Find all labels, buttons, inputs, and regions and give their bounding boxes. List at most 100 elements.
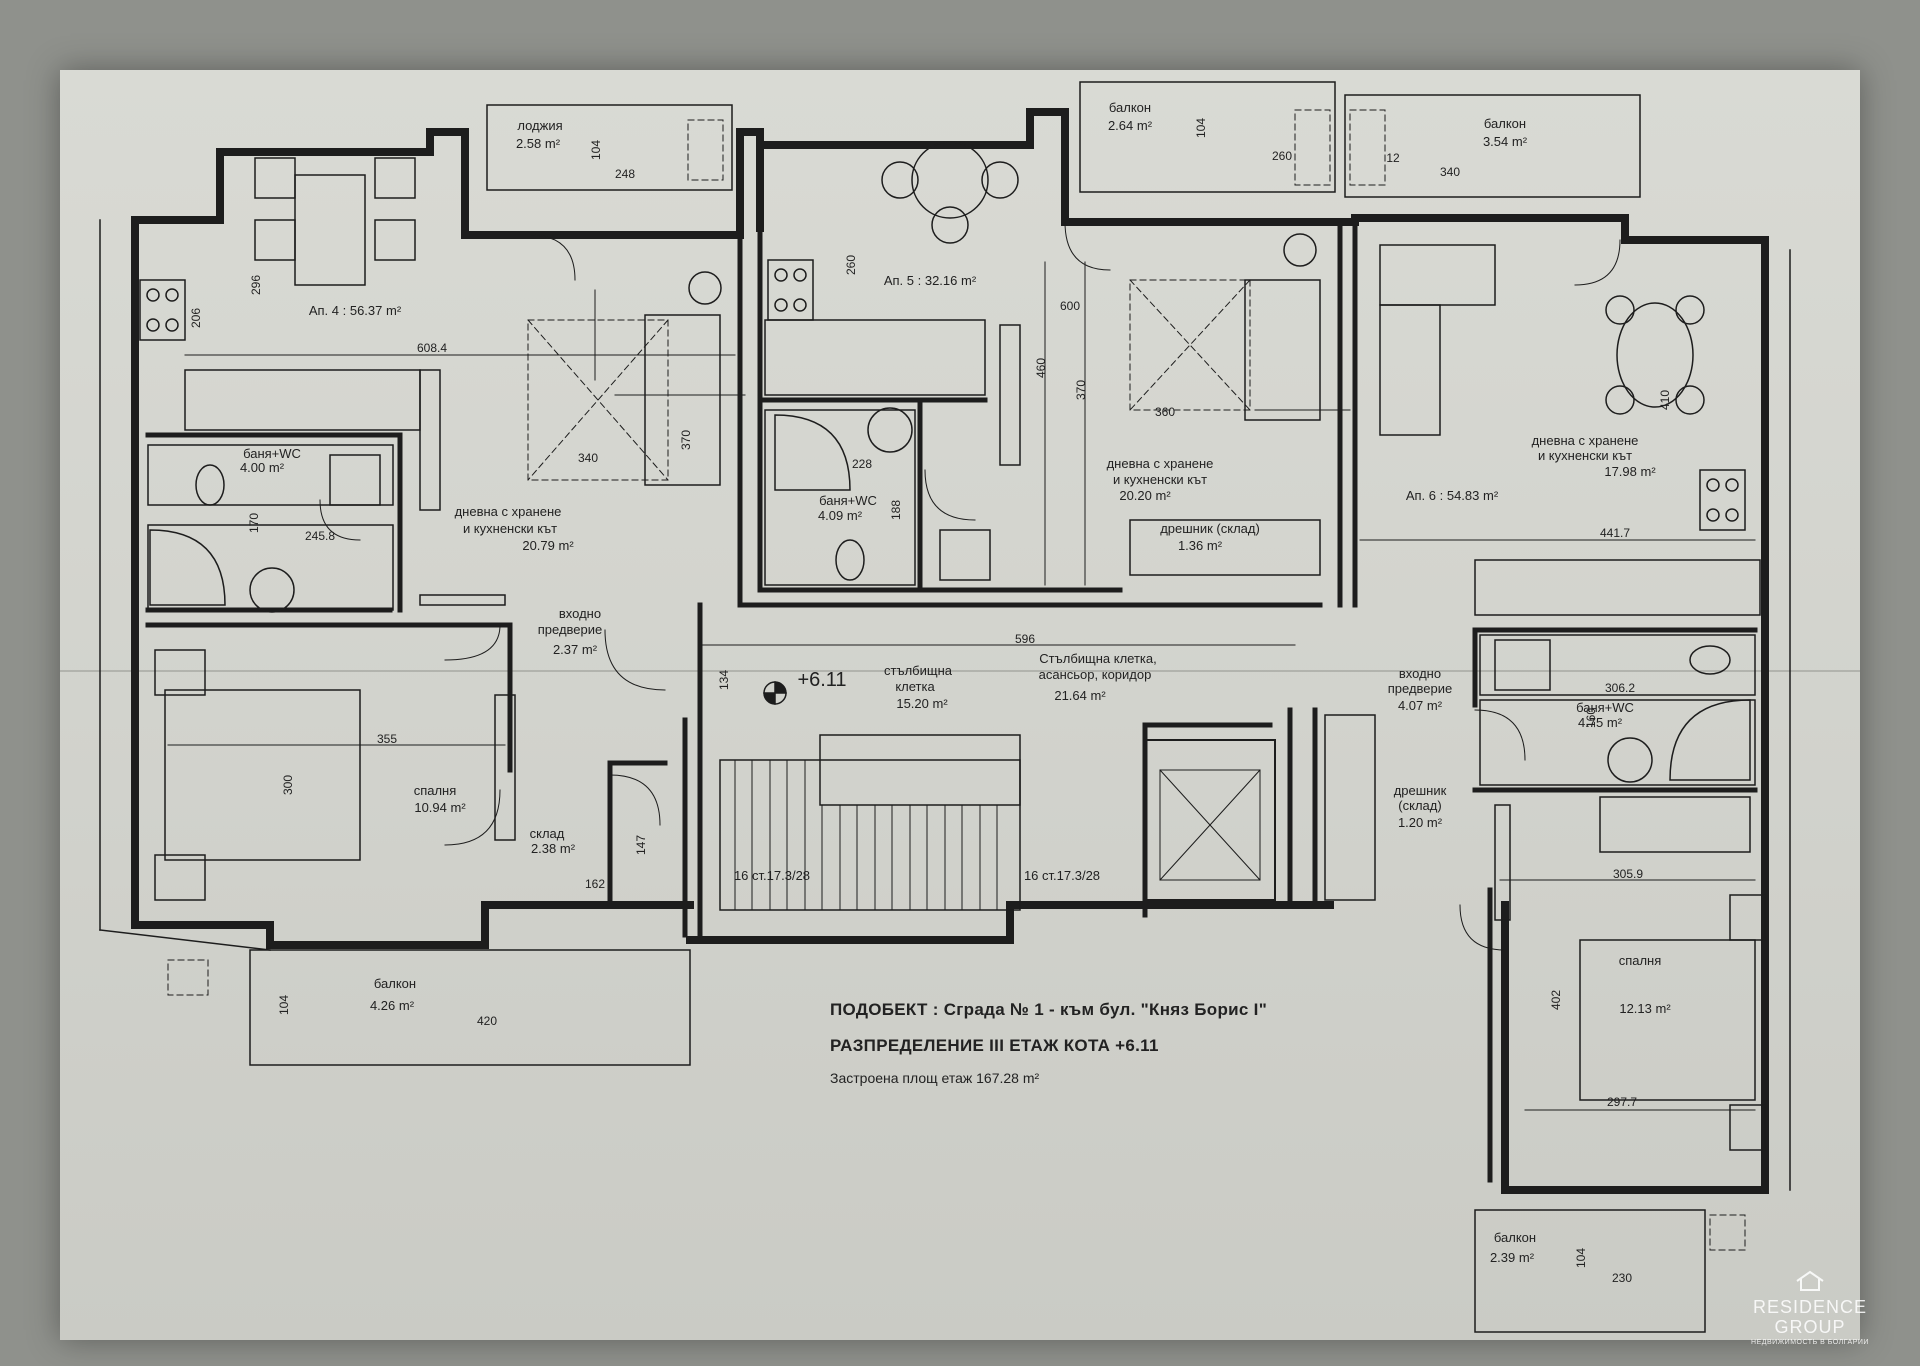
label-corridor: Стълбищна клетка, xyxy=(1039,651,1156,666)
dimension-label: 230 xyxy=(1612,1271,1632,1285)
label-entry6-area: 4.07 m² xyxy=(1398,698,1443,713)
label-bed6-area: 12.13 m² xyxy=(1619,1001,1671,1016)
label-loggia-area: 2.58 m² xyxy=(516,136,561,151)
room-labels: лоджия 2.58 m² балкон 2.64 m² балкон 3.54 m² А… xyxy=(240,100,1671,1265)
door-swings xyxy=(319,221,1621,951)
beds xyxy=(154,649,1766,1151)
dimension-label: 297.7 xyxy=(1607,1095,1637,1109)
dimension-label: 245.8 xyxy=(305,529,335,543)
dimension-label: 296 xyxy=(249,275,263,295)
dimension-label: 402 xyxy=(1549,990,1563,1010)
dimension-label: 370 xyxy=(679,430,693,450)
label-balcony-top-right: балкон xyxy=(1484,116,1526,131)
label-stairs: стълбищна xyxy=(884,663,953,678)
logo-name-1: RESIDENCE xyxy=(1752,1297,1868,1317)
dimension-label: 248 xyxy=(615,167,635,181)
dimension-label: 260 xyxy=(844,255,858,275)
label-bed4-area: 10.94 m² xyxy=(414,800,466,815)
label-entry6b: предверие xyxy=(1388,681,1453,696)
label-bed6: спалня xyxy=(1619,953,1662,968)
dimension-label: 147 xyxy=(634,835,648,855)
label-store4-area: 2.38 m² xyxy=(531,841,576,856)
floor-title: РАЗПРЕДЕЛЕНИЕ III ЕТАЖ КОТА +6.11 xyxy=(830,1036,1159,1055)
built-area: Застроена площ етаж 167.28 m² xyxy=(830,1070,1040,1086)
label-steps2: 16 ст.17.3/28 xyxy=(1024,868,1100,883)
label-loggia: лоджия xyxy=(517,118,562,133)
balcony-outlines xyxy=(99,81,1791,1333)
dimension-label: 228 xyxy=(852,457,872,471)
dimension-label: 162 xyxy=(585,877,605,891)
label-storage5-area: 1.36 m² xyxy=(1178,538,1223,553)
label-living6: дневна с хранене xyxy=(1532,433,1639,448)
dimension-label: 410 xyxy=(1658,390,1672,410)
furniture xyxy=(147,244,1761,921)
label-storage6: дрешник xyxy=(1394,783,1447,798)
label-entry4b: предверие xyxy=(538,622,603,637)
label-apt4: Ап. 4 : 56.37 m² xyxy=(309,303,402,318)
dimension-label: 170 xyxy=(247,513,261,533)
label-bed4: спалня xyxy=(414,783,457,798)
dimension-label: 441.7 xyxy=(1600,526,1630,540)
dimension-label: 600 xyxy=(1060,299,1080,313)
label-entry6: входно xyxy=(1399,666,1441,681)
dining-tables xyxy=(254,141,1705,415)
residence-group-logo: RESIDENCE GROUP НЕДВИЖИМОСТЬ В БОЛГАРИИ xyxy=(1730,1270,1890,1346)
dimension-label: 160 xyxy=(1584,708,1598,728)
label-balcony-top-mid-area: 2.64 m² xyxy=(1108,118,1153,133)
label-level-mark: +6.11 xyxy=(797,669,846,691)
dimension-label: 104 xyxy=(1574,1248,1588,1268)
label-living4b: и кухненски кът xyxy=(463,521,557,536)
cooktops xyxy=(139,259,1746,531)
label-living5-area: 20.20 m² xyxy=(1119,488,1171,503)
label-balcony-bottom-left-area: 4.26 m² xyxy=(370,998,415,1013)
label-balcony-top-mid: балкон xyxy=(1109,100,1151,115)
project-title: ПОДОБЕКТ : Сграда № 1 - към бул. "Княз Б… xyxy=(830,1000,1268,1019)
dimension-label: 12 xyxy=(1386,151,1400,165)
label-apt5: Ап. 5 : 32.16 m² xyxy=(884,273,977,288)
dimension-label: 104 xyxy=(1194,118,1208,138)
staircase xyxy=(719,734,1021,911)
label-balcony-bottom-left: балкон xyxy=(374,976,416,991)
elevator-shaft xyxy=(1144,739,1276,901)
dimension-label: 306.2 xyxy=(1605,681,1635,695)
label-bath5: баня+WC xyxy=(819,493,877,508)
label-bath6-area: 4.75 m² xyxy=(1578,715,1623,730)
dimension-label: 104 xyxy=(589,140,603,160)
dimension-lines xyxy=(167,261,1756,1111)
label-living6b: и кухненски кът xyxy=(1538,448,1632,463)
label-storage5: дрешник (склад) xyxy=(1160,521,1260,536)
dimension-label: 608.4 xyxy=(417,341,447,355)
dimension-label: 370 xyxy=(1074,380,1088,400)
outer-walls xyxy=(131,108,1769,1194)
dimension-label: 104 xyxy=(277,995,291,1015)
dimension-label: 300 xyxy=(281,775,295,795)
dimension-label: 420 xyxy=(477,1014,497,1028)
label-store4: склад xyxy=(530,826,565,841)
label-storage6b: (склад) xyxy=(1398,798,1441,813)
label-balcony-top-right-area: 3.54 m² xyxy=(1483,134,1528,149)
label-bath6: баня+WC xyxy=(1576,700,1634,715)
label-apt6: Ап. 6 : 54.83 m² xyxy=(1406,488,1499,503)
house-icon xyxy=(1796,1270,1824,1291)
dimension-label: 134 xyxy=(717,670,731,690)
label-bath5-area: 4.09 m² xyxy=(818,508,863,523)
dimension-label: 206 xyxy=(189,308,203,328)
logo-name-2: GROUP xyxy=(1774,1317,1846,1337)
dimension-label: 355 xyxy=(377,732,397,746)
label-stairs-area: 15.20 m² xyxy=(896,696,948,711)
label-stairsb: клетка xyxy=(895,679,935,694)
level-marker-fill xyxy=(764,682,786,704)
bath-fixtures xyxy=(149,233,1751,783)
dimension-label: 305.9 xyxy=(1613,867,1643,881)
dimension-label: 460 xyxy=(1034,358,1048,378)
dimension-label: 260 xyxy=(1272,149,1292,163)
dimension-label: 188 xyxy=(889,500,903,520)
label-living4-area: 20.79 m² xyxy=(522,538,574,553)
label-steps1: 16 ст.17.3/28 xyxy=(734,868,810,883)
dimension-label: 340 xyxy=(578,451,598,465)
label-living6-area: 17.98 m² xyxy=(1604,464,1656,479)
label-entry4: входно xyxy=(559,606,601,621)
label-bath4: баня+WC xyxy=(243,446,301,461)
